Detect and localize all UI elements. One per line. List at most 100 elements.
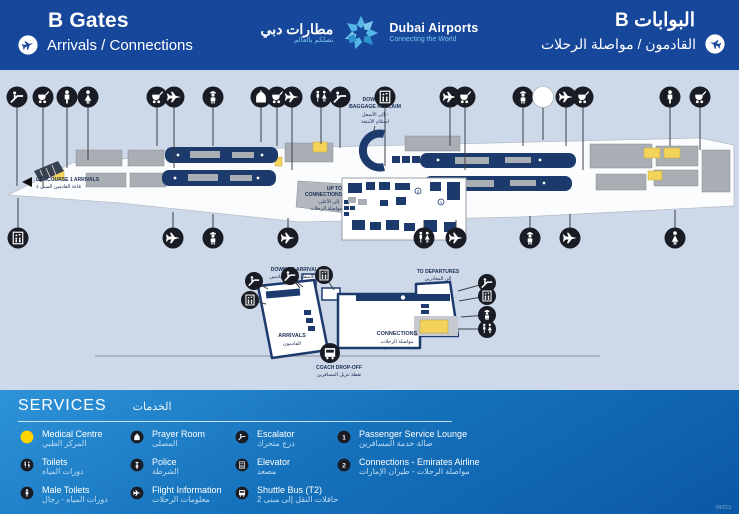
map-pin-female bbox=[664, 210, 686, 249]
legend-label-ar: دورات المياه bbox=[42, 467, 84, 476]
legend-label-ar: الشرطة bbox=[152, 467, 179, 476]
map-pin-elevator bbox=[315, 266, 335, 291]
map-pin-flight bbox=[439, 86, 461, 146]
map-pin-elevator bbox=[458, 287, 496, 305]
map-pin-toilets bbox=[413, 220, 435, 249]
legend-label-en: Connections - Emirates Airline bbox=[359, 457, 480, 467]
svg-text:ARRIVALS: ARRIVALS bbox=[278, 333, 306, 339]
svg-text:استلام الأمتعة: استلام الأمتعة bbox=[361, 117, 389, 125]
arrivals-plane-icon bbox=[705, 34, 725, 54]
medical-centre-icon bbox=[20, 430, 34, 444]
map-pin-elevator bbox=[7, 198, 29, 249]
svg-text:CONNECTIONS: CONNECTIONS bbox=[305, 192, 343, 198]
page-title: B Gates bbox=[48, 9, 129, 32]
svg-text:CONCOURSE 1 ARRIVALS: CONCOURSE 1 ARRIVALS bbox=[36, 177, 100, 183]
map-pin-stroller bbox=[32, 86, 54, 188]
svg-text:CONNECTIONS: CONNECTIONS bbox=[377, 331, 418, 337]
map-pin-toilets bbox=[458, 320, 496, 338]
male-toilets-icon bbox=[20, 486, 34, 500]
map-pin-female bbox=[77, 86, 99, 160]
svg-text:نقطة تنزيل المسافرين: نقطة تنزيل المسافرين bbox=[317, 372, 362, 378]
legend-label-ar: مصعد bbox=[257, 467, 277, 476]
logo-wordmark-arabic: مطارات دبي تصلكم بالعالم bbox=[260, 20, 334, 44]
map-pin-bus bbox=[320, 343, 340, 363]
services-title-arabic: الخدمات bbox=[132, 401, 172, 413]
arrivals-plane-icon bbox=[18, 35, 38, 55]
map-pin-flight bbox=[555, 86, 577, 146]
map-pin-escalator bbox=[457, 274, 496, 292]
map-pin-police bbox=[512, 86, 534, 146]
map-pin-flight bbox=[162, 212, 184, 249]
map-pin-police bbox=[202, 214, 224, 249]
escalator-icon bbox=[235, 430, 249, 444]
svg-text:1: 1 bbox=[440, 200, 443, 205]
arrivals-connections-building bbox=[95, 273, 600, 360]
logo-star-icon bbox=[345, 15, 379, 50]
connections-inset-plan: 2 1 bbox=[341, 177, 467, 241]
map-pin-toilets bbox=[310, 86, 332, 144]
elevator-icon bbox=[235, 458, 249, 472]
svg-text:مواصلة الرحلات: مواصلة الرحلات bbox=[380, 339, 413, 345]
svg-text:2: 2 bbox=[342, 462, 346, 469]
map-pin-stroller bbox=[689, 86, 711, 150]
services-title: SERVICES bbox=[18, 397, 107, 414]
map-pin-escalator bbox=[245, 272, 269, 290]
svg-text:TO DEPARTURES: TO DEPARTURES bbox=[417, 269, 460, 275]
map-pin-male bbox=[659, 86, 681, 146]
legend-label-en: Toilets bbox=[42, 457, 68, 467]
map-pin-stroller bbox=[146, 86, 168, 146]
connections-emirates-icon: 2 bbox=[337, 458, 351, 472]
header-right: البوابات B القادمون / مواصلة الرحلات bbox=[541, 9, 725, 54]
header-left: B Gates Arrivals / Connections bbox=[18, 9, 193, 55]
map-pin-flight bbox=[277, 218, 299, 249]
page-title-arabic: البوابات B bbox=[614, 10, 695, 31]
svg-text:مواصلة الرحلات: مواصلة الرحلات bbox=[310, 206, 342, 212]
svg-text:القادمون: القادمون bbox=[283, 341, 301, 347]
map-pin-escalator bbox=[6, 86, 28, 186]
passenger-service-lounge-icon: 1 bbox=[337, 430, 351, 444]
map-pin-elevator bbox=[241, 291, 267, 309]
svg-text:إلى المغادرين: إلى المغادرين bbox=[425, 276, 453, 282]
legend-item-shuttle-bus: Shuttle Bus (T2)حافلات النقل إلى مبنى 2 bbox=[235, 485, 338, 505]
header: B Gates Arrivals / Connections مطارات دب… bbox=[0, 0, 739, 70]
prayer-room-icon bbox=[130, 430, 144, 444]
svg-text:1: 1 bbox=[342, 434, 346, 441]
legend-label-ar: درج متحرك bbox=[257, 439, 295, 448]
map-pin-elevator bbox=[374, 86, 396, 166]
legend-label-en: Escalator bbox=[257, 429, 295, 439]
map-pin-police bbox=[519, 216, 541, 249]
legend-label-en: Shuttle Bus (T2) bbox=[257, 485, 323, 495]
map-pin-flight bbox=[559, 214, 581, 249]
map-pin-escalator bbox=[329, 86, 351, 148]
svg-text:BAGGAGE RECLAIM: BAGGAGE RECLAIM bbox=[349, 104, 401, 110]
legend-label-en: Flight Information bbox=[152, 485, 222, 495]
map-pin-flight bbox=[281, 86, 303, 170]
up-to-connections-label: UP TO CONNECTIONS إلى الأعلى - مواصلة ال… bbox=[295, 180, 347, 214]
legend-label-en: Prayer Room bbox=[152, 429, 206, 439]
map-pin-stroller bbox=[266, 86, 288, 146]
svg-text:إلى الأسفل -: إلى الأسفل - bbox=[362, 110, 389, 118]
map-pin-escalator bbox=[281, 267, 301, 289]
map-pin-police bbox=[202, 86, 224, 146]
map-pin-crescent bbox=[532, 86, 554, 140]
svg-text:UP TO: UP TO bbox=[327, 186, 342, 192]
logo-wordmark-english: Dubai Airports Connecting the World bbox=[389, 21, 479, 44]
svg-text:إلى الأعلى -: إلى الأعلى - bbox=[318, 197, 342, 205]
map-pin-stroller bbox=[572, 86, 594, 170]
legend-label-en: Elevator bbox=[257, 457, 291, 467]
svg-text:COACH DROP-OFF: COACH DROP-OFF bbox=[316, 365, 362, 371]
map-pin-male bbox=[56, 86, 78, 168]
legend-label-ar: مواصلة الرحلات - طيران الإمارات bbox=[359, 467, 470, 476]
terminal-map: DOWN TO BAGGAGE RECLAIM إلى الأسفل - است… bbox=[0, 70, 739, 390]
